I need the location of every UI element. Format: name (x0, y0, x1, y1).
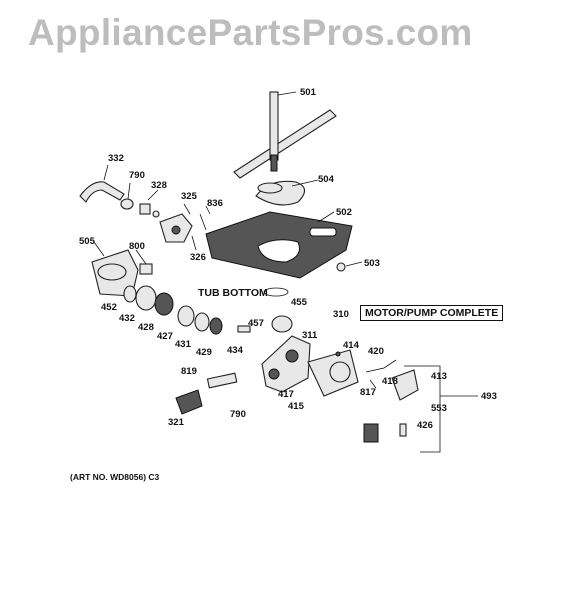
part-429 (209, 317, 223, 335)
sump-plate-502 (205, 211, 353, 279)
valve-325 (159, 213, 193, 243)
label-504: 504 (318, 174, 334, 185)
label-426: 426 (417, 420, 433, 431)
art-number: (ART NO. WD8056) C3 (70, 472, 160, 482)
housing-432 (135, 285, 157, 311)
label-414: 414 (343, 340, 359, 351)
pump-311 (261, 335, 311, 393)
label-311: 311 (302, 330, 318, 341)
spring-328 (139, 203, 160, 218)
clamp-790 (120, 198, 134, 210)
watermark-text: AppliancePartsPros.com (28, 12, 473, 53)
screw-326 (191, 235, 197, 251)
label-428: 428 (138, 322, 154, 333)
part-817 (369, 379, 377, 389)
bracket-418 (391, 369, 419, 401)
label-432: 432 (119, 313, 135, 324)
label-328: 328 (151, 180, 167, 191)
hose-819 (206, 372, 238, 389)
clip-836 (199, 213, 207, 231)
motor-310 (307, 349, 359, 397)
label-tub-bottom: TUB BOTTOM (198, 287, 268, 299)
label-503: 503 (364, 258, 380, 269)
grommet-452 (123, 285, 137, 303)
part-457 (271, 315, 293, 333)
label-502: 502 (336, 207, 352, 218)
label-325: 325 (181, 191, 197, 202)
label-motor-pump-complete: MOTOR/PUMP COMPLETE (360, 305, 504, 321)
label-457: 457 (248, 318, 264, 329)
bracket-321 (175, 389, 203, 415)
label-326: 326 (190, 252, 206, 263)
label-418: 418 (382, 376, 398, 387)
label-429: 429 (196, 347, 212, 358)
screw-414 (335, 351, 341, 357)
seal-431 (194, 312, 210, 332)
label-413: 413 (431, 371, 447, 382)
label-800: 800 (129, 241, 145, 252)
part-800 (139, 263, 153, 275)
label-332: 332 (108, 153, 124, 164)
label-431: 431 (175, 339, 191, 350)
nut-503 (336, 262, 346, 272)
label-819: 819 (181, 366, 197, 377)
housing-505 (91, 249, 139, 297)
part-426 (399, 423, 407, 437)
label-434: 434 (227, 345, 243, 356)
oring-455 (263, 287, 289, 297)
relay-493 (363, 423, 379, 443)
label-505: 505 (79, 236, 95, 247)
ring-427 (177, 305, 195, 327)
label-553: 553 (431, 403, 447, 414)
label-493: 493 (481, 391, 497, 402)
label-455: 455 (291, 297, 307, 308)
label-321: 321 (168, 417, 184, 428)
label-817: 817 (360, 387, 376, 398)
label-415: 415 (288, 401, 304, 412)
label-420: 420 (368, 346, 384, 357)
spray-arm-501 (233, 91, 337, 179)
label-452: 452 (101, 302, 117, 313)
label-836: 836 (207, 198, 223, 209)
part-434 (237, 325, 251, 333)
label-790-upper: 790 (129, 170, 145, 181)
label-310: 310 (333, 309, 349, 320)
label-790-lower: 790 (230, 409, 246, 420)
label-427: 427 (157, 331, 173, 342)
hub-504 (255, 180, 306, 206)
hose-332 (79, 181, 125, 203)
label-501: 501 (300, 87, 316, 98)
label-417: 417 (278, 389, 294, 400)
impeller-428 (154, 292, 174, 316)
wire-420 (365, 359, 397, 373)
